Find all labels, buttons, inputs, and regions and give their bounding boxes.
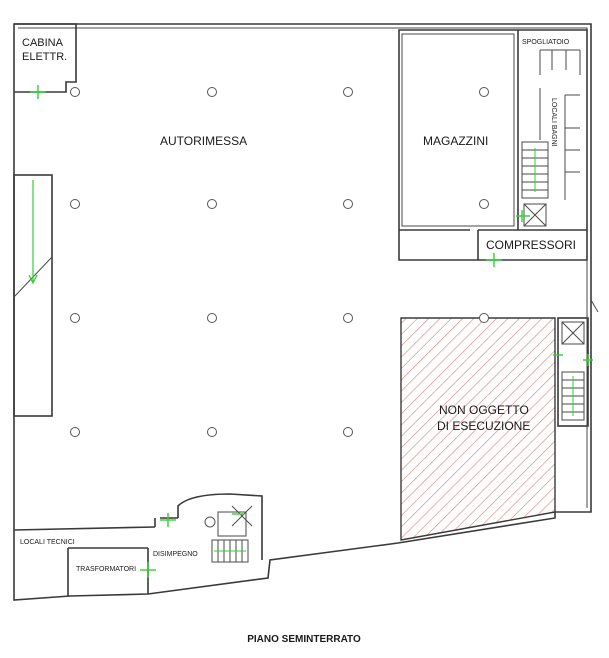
autorimessa-label: AUTORIMESSA xyxy=(160,134,247,148)
cabina-label-1: CABINA xyxy=(22,37,64,49)
locali-tecnici-label: LOCALI TECNICI xyxy=(20,539,75,546)
stair-core xyxy=(177,493,263,563)
non-oggetto-label-2: DI ESECUZIONE xyxy=(437,419,530,433)
disimpegno-label: DISIMPEGNO xyxy=(153,551,198,558)
cabina-label-2: ELETTR. xyxy=(22,51,67,63)
plan-title: PIANO SEMINTERRATO xyxy=(247,634,361,645)
magazzini-label: MAGAZZINI xyxy=(423,134,488,148)
trasformatori-label: TRASFORMATORI xyxy=(76,566,136,573)
locali-bagni-label: LOCALI BAGNI xyxy=(550,98,557,147)
entry-ramp xyxy=(13,174,53,417)
building-outline xyxy=(13,23,592,601)
structural-columns xyxy=(70,87,489,437)
compressori-label: COMPRESSORI xyxy=(486,238,576,252)
spogliatoio-label: SPOGLIATOIO xyxy=(522,39,570,46)
technical-rooms xyxy=(13,513,178,596)
excluded-area xyxy=(400,317,593,541)
non-oggetto-label-1: NON OGGETTO xyxy=(439,403,529,417)
magazzini-block xyxy=(398,29,588,261)
cabina-room xyxy=(14,23,77,93)
